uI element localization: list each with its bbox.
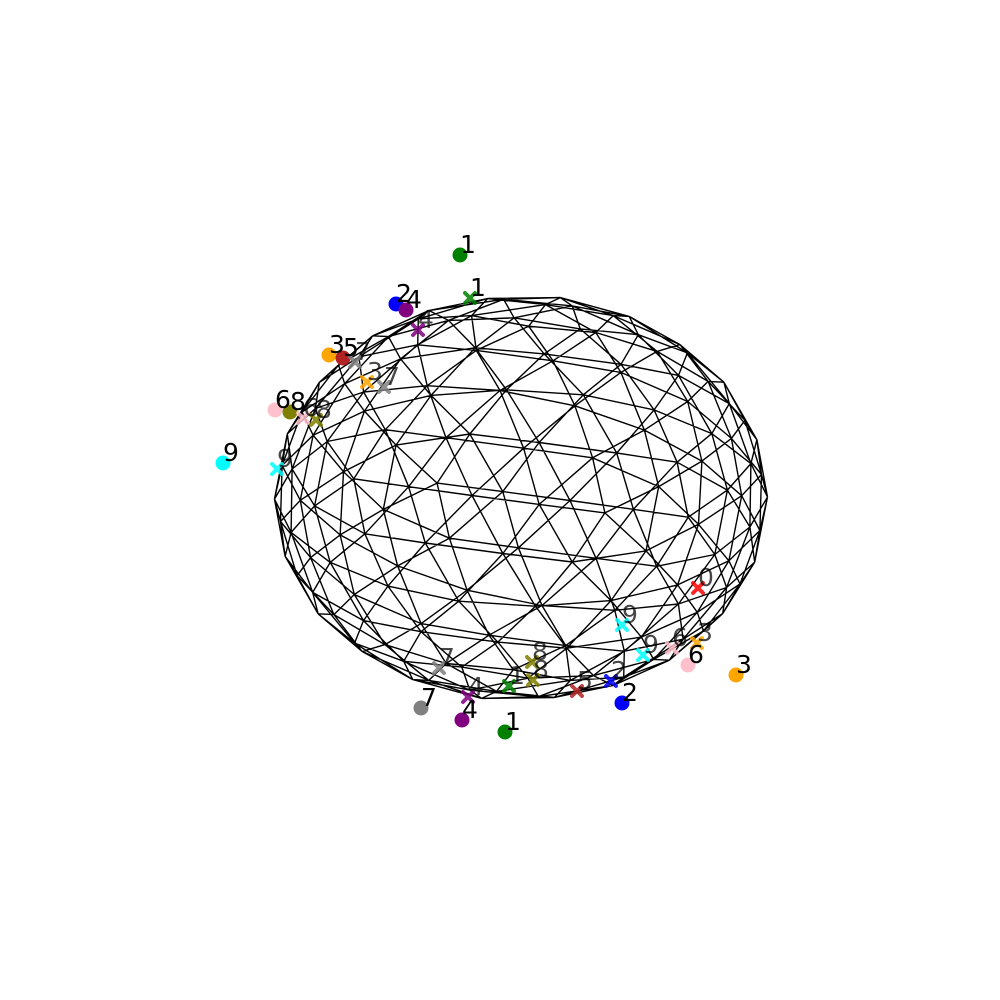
landmark-cross-3 [360,375,374,389]
landmark-label-1: 1 [505,707,521,736]
landmark-cross-2 [604,674,618,688]
landmark-cross-8 [525,655,539,669]
landmark-cross-7 [348,355,362,369]
landmark-cross-6 [296,411,310,425]
landmark-label-8: 8 [532,637,548,666]
landmark-label-3: 3 [329,330,345,359]
landmark-label-2: 2 [611,656,627,685]
landmark-dot-2 [614,695,630,711]
sphere-wireframe-mesh [273,296,769,700]
landmark-label-9: 9 [643,630,659,659]
mesh-edges [273,296,769,700]
landmark-dot-8 [282,404,298,420]
landmark-label-4: 4 [462,695,478,724]
landmark-cross-7 [432,661,446,675]
landmark-dot-1 [452,247,468,263]
landmark-cross-9 [636,648,650,662]
landmark-cross-1 [463,291,477,305]
landmark-cross-8 [526,673,540,687]
landmark-label-8: 8 [533,655,549,684]
landmark-cross-4 [461,690,475,704]
landmark-label-1: 1 [470,273,486,302]
landmark-cross-8 [309,413,323,427]
landmark-label-2: 2 [396,279,412,308]
landmark-dot-4 [398,302,414,318]
landmark-dot-9 [215,455,231,471]
landmark-label-9: 9 [622,600,638,629]
landmark-label-3: 3 [736,650,752,679]
landmark-label-1: 1 [460,230,476,259]
landmark-cross-5 [570,684,584,698]
landmark-points [215,247,744,740]
landmark-dot-3 [728,667,744,683]
landmark-label-5: 5 [343,333,359,362]
landmark-dot-4 [454,712,470,728]
landmark-dot-7 [413,700,429,716]
landmark-label-7: 7 [421,683,437,712]
landmark-dot-6 [680,657,696,673]
landmark-dot-5 [335,350,351,366]
landmark-cross-9 [270,462,284,476]
landmark-cross-3 [690,636,704,650]
landmark-cross-0 [691,581,705,595]
landmark-label-1: 1 [509,661,525,690]
landmark-cross-1 [502,679,516,693]
landmark-label-2: 2 [622,678,638,707]
landmark-label-6: 6 [303,393,319,422]
landmark-label-9: 9 [223,438,239,467]
landmark-label-6: 6 [688,640,704,669]
landmark-label-5: 5 [577,666,593,695]
landmark-label-7: 7 [384,362,400,391]
landmark-dot-1 [497,724,513,740]
landmark-label-6: 6 [275,385,291,414]
landmark-cross-9 [615,618,629,632]
landmark-label-3: 3 [367,357,383,386]
landmark-label-3: 3 [697,618,713,647]
landmark-label-7: 7 [355,337,371,366]
landmark-label-4: 4 [406,285,422,314]
landmark-cross-7 [377,380,391,394]
landmark-cross-6 [665,641,679,655]
landmark-label-4: 4 [468,672,484,701]
landmark-label-9: 9 [277,444,293,473]
landmark-dot-3 [321,347,337,363]
landmark-cross-4 [411,323,425,337]
landmark-label-7: 7 [439,643,455,672]
landmark-label-8: 8 [290,387,306,416]
landmark-dot-6 [267,402,283,418]
landmark-label-0: 0 [698,563,714,592]
landmark-label-6: 6 [672,623,688,652]
landmark-label-4: 4 [418,305,434,334]
landmark-label-8: 8 [316,395,332,424]
